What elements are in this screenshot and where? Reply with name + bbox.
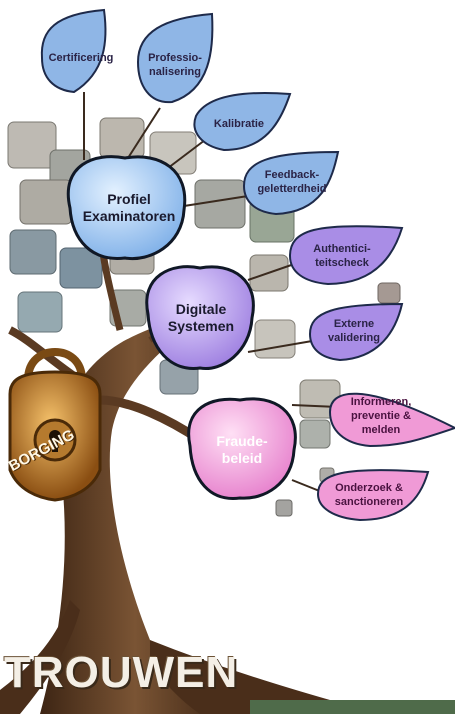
leaf-line: Onderzoek & (335, 482, 403, 495)
node-profiel-examinatoren (66, 155, 187, 261)
leaf-professionalisering (136, 12, 214, 104)
leaf-externe-validering (308, 302, 404, 362)
leaf-label-externe-validering: Externe validering (316, 314, 392, 350)
leaf-label-informeren: Informeren, preventie & melden (336, 392, 426, 442)
node-digitale-systemen (145, 265, 255, 370)
node-label-fraude: Fraude- beleid (192, 414, 292, 486)
leaf-certificering (40, 8, 107, 94)
leaf-label-onderzoek: Onderzoek & sanctioneren (322, 478, 416, 514)
leaf-informeren (328, 392, 455, 448)
footer-word: TROUWEN (4, 648, 239, 697)
leaf-line: teitscheck (315, 257, 369, 269)
leaf-line: validering (328, 332, 380, 344)
leaf-line: Feedback- (264, 169, 320, 182)
leaf-kalibratie (193, 91, 292, 152)
leaf-line: geletterdheid (257, 183, 327, 195)
leaf-line: melden (361, 423, 401, 436)
leaf-onderzoek (316, 469, 430, 522)
leaf-label-professionalisering: Professio- nalisering (140, 48, 210, 84)
leaf-label-feedbackgeletterdheid: Feedback- geletterdheid (250, 164, 334, 202)
leaf-line: nalisering (149, 66, 201, 78)
node-label-profiel: Profiel Examinatoren (74, 172, 184, 244)
leaf-line: preventie & (351, 410, 411, 423)
node-line: Profiel (107, 191, 151, 208)
ground-strip (250, 700, 455, 714)
leaf-line: Certificering (48, 52, 114, 65)
node-line: Digitale (175, 301, 227, 318)
leaf-label-kalibratie: Kalibratie (204, 110, 274, 140)
leaf-feedbackgeletterdheid (242, 150, 340, 216)
leaf-line: sanctioneren (334, 496, 404, 508)
leaf-line: Kalibratie (213, 118, 265, 131)
leaf-line: Externe (333, 318, 375, 331)
node-fraudebeleid (187, 397, 297, 500)
node-line: Systemen (167, 318, 235, 334)
leaf-line: Informeren, (350, 396, 412, 409)
leaf-line: Authentici- (313, 243, 371, 256)
node-line: Examinatoren (82, 208, 176, 224)
node-line: Fraude- (216, 433, 268, 450)
leaf-label-authenticiteitscheck: Authentici- teitscheck (300, 238, 384, 276)
node-label-digitale: Digitale Systemen (150, 282, 252, 354)
node-line: beleid (221, 450, 263, 466)
leaf-line: Professio- (148, 52, 202, 65)
padlock-icon (8, 347, 102, 502)
leaf-authenticiteitscheck (288, 225, 404, 286)
leaf-label-certificering: Certificering (44, 44, 118, 74)
